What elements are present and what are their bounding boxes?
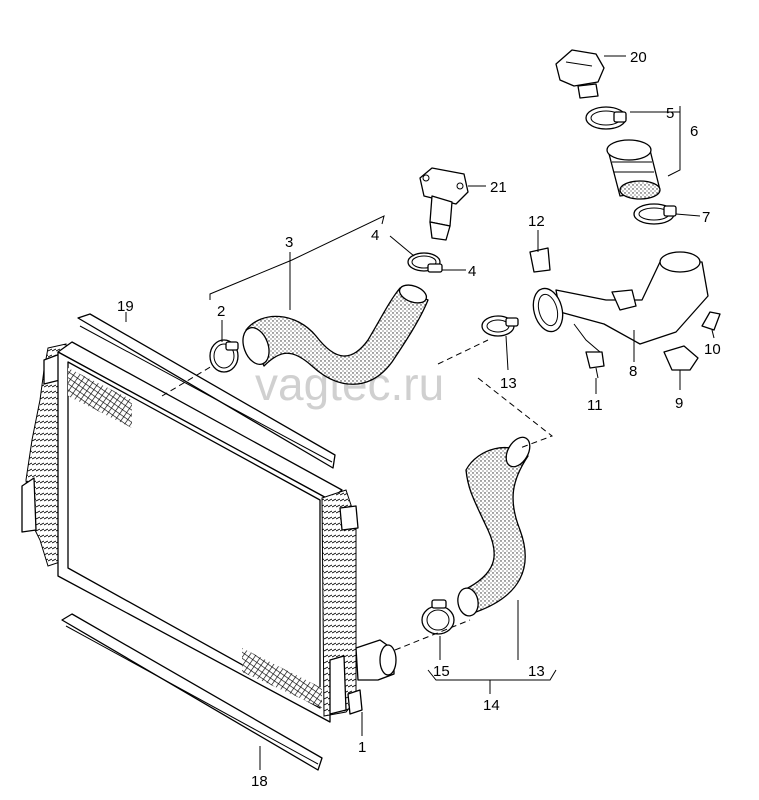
callout-19: 19 [117,298,134,315]
flange-connector-21 [419,167,469,241]
clamp-5 [585,106,627,130]
hose-3 [242,284,429,385]
callout-7: 7 [702,209,710,226]
callout-2: 2 [217,303,225,320]
callout-5: 5 [666,105,674,122]
bolt-11 [585,351,605,379]
callout-1: 1 [358,739,366,756]
callout-13a: 13 [500,375,517,392]
callout-9: 9 [675,395,683,412]
bolt-10 [701,311,721,331]
clip-12 [529,247,551,273]
seal-strip-lower-18 [61,613,323,771]
clamp-15 [421,599,455,635]
clamp-4 [407,252,443,273]
clamp-7 [633,203,677,225]
bracket-9 [663,345,699,371]
callout-21: 21 [490,179,507,196]
callout-11: 11 [587,397,603,414]
callout-3: 3 [285,234,293,251]
callout-8: 8 [629,363,637,380]
leader-lines [125,55,715,770]
clamp-2 [209,339,239,373]
callout-13b: 13 [528,663,545,680]
intercooler-1 [21,341,397,723]
callout-15: 15 [433,663,450,680]
callout-6: 6 [690,123,698,140]
callout-12: 12 [528,213,545,230]
seal-strip-upper-19 [77,313,336,469]
clamp-13-upper [481,315,519,337]
callout-labels: 1 2 3 4 4 5 6 7 8 9 10 11 12 13 13 14 15… [117,49,721,790]
callout-10: 10 [704,341,721,358]
hose-13-lower [457,436,531,617]
callout-4a: 4 [371,227,379,244]
callout-14: 14 [483,697,500,714]
callout-20: 20 [630,49,647,66]
callout-18: 18 [251,773,268,790]
pipe-8 [532,251,709,345]
callout-4b: 4 [468,263,476,280]
sleeve-6 [606,139,661,200]
cap-20 [555,49,605,99]
